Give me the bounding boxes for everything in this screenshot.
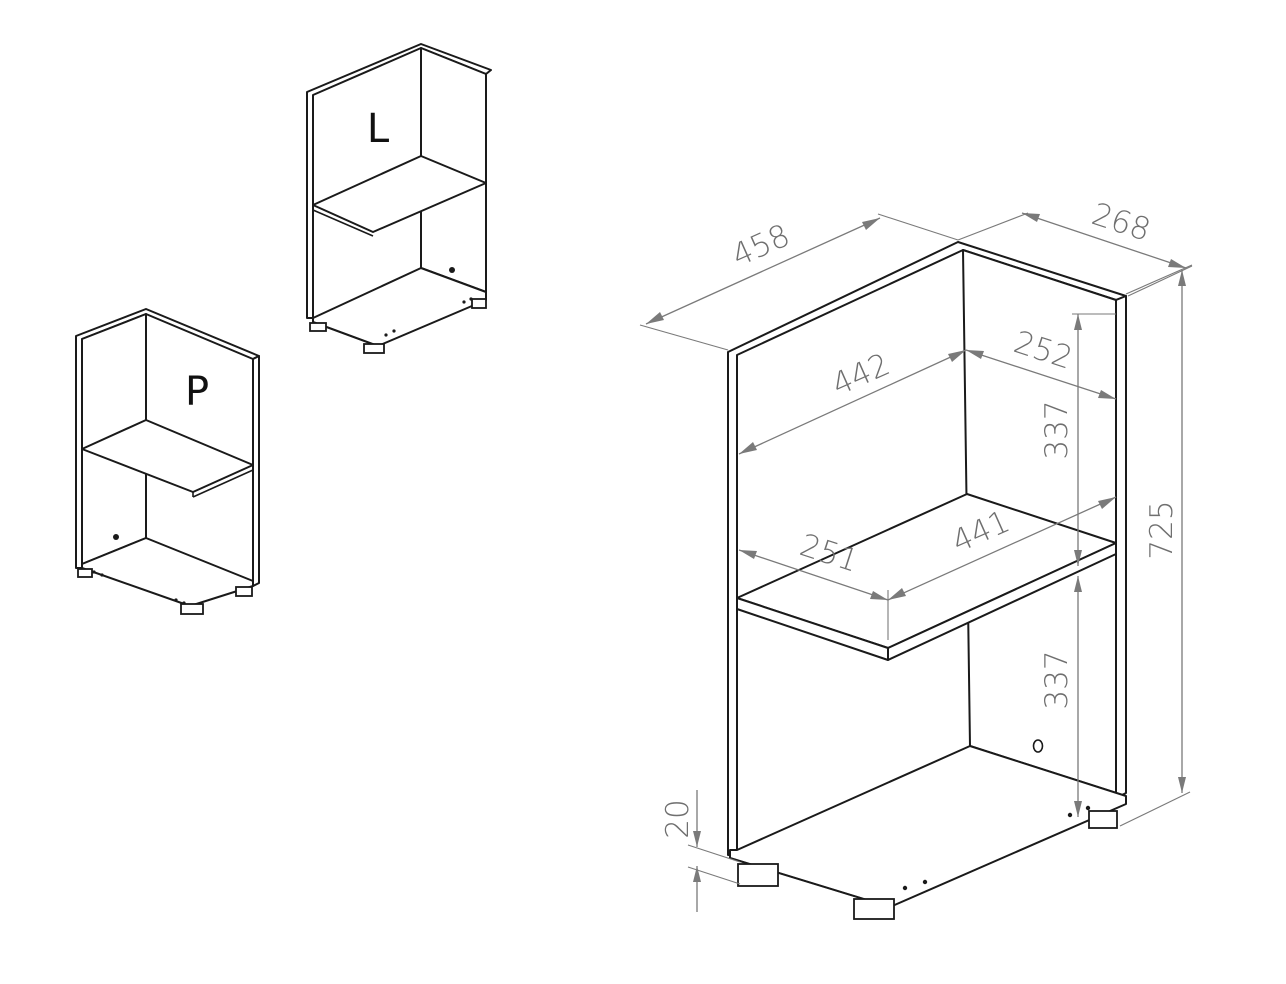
variant-l-label: L [367,106,390,152]
p-hole [174,598,178,602]
main-hole [1085,805,1091,811]
l-shelf-edge [312,209,374,237]
p-bottom [81,537,254,607]
main-hole [1032,739,1044,753]
l-hole [469,297,473,301]
p-hole [92,570,96,574]
main-shelf-side [887,542,1117,661]
p-side-panel [252,355,260,587]
main-back-edge [1115,295,1127,799]
main-foot [737,863,779,887]
p-hole [182,601,186,605]
main-foot [853,898,895,920]
l-foot [471,298,487,309]
l-hole [462,300,466,304]
dimension-lines [639,212,1193,912]
p-foot [180,603,204,615]
main-hole [922,879,928,885]
p-foot [77,568,93,578]
p-hole [113,534,119,540]
main-hole [902,885,908,891]
p-shelf-edge [192,469,254,498]
p-foot [235,586,253,597]
p-shelf [81,419,254,493]
main-bottom [729,745,1127,908]
dim-total-depth: 268 [1087,196,1154,249]
l-foot [309,322,327,332]
dim-inner-width-top: 442 [827,346,896,403]
l-foot [363,343,385,354]
variant-p-label: P [185,369,209,415]
main-hole [1067,812,1073,818]
variant-p-drawing: P [75,308,260,615]
dim-total-height: 725 [1144,500,1180,559]
dim-total-width: 458 [727,217,796,274]
variant-l-drawing: L [306,43,492,354]
l-hole [449,267,455,273]
dim-lower-height: 337 [1039,650,1075,709]
l-hole [392,329,396,333]
dim-foot-height: 20 [660,799,696,838]
main-foot [1088,810,1118,829]
l-shelf [312,155,487,233]
l-hole [384,333,388,337]
dim-upper-height: 337 [1039,400,1075,459]
p-hole [100,573,104,577]
